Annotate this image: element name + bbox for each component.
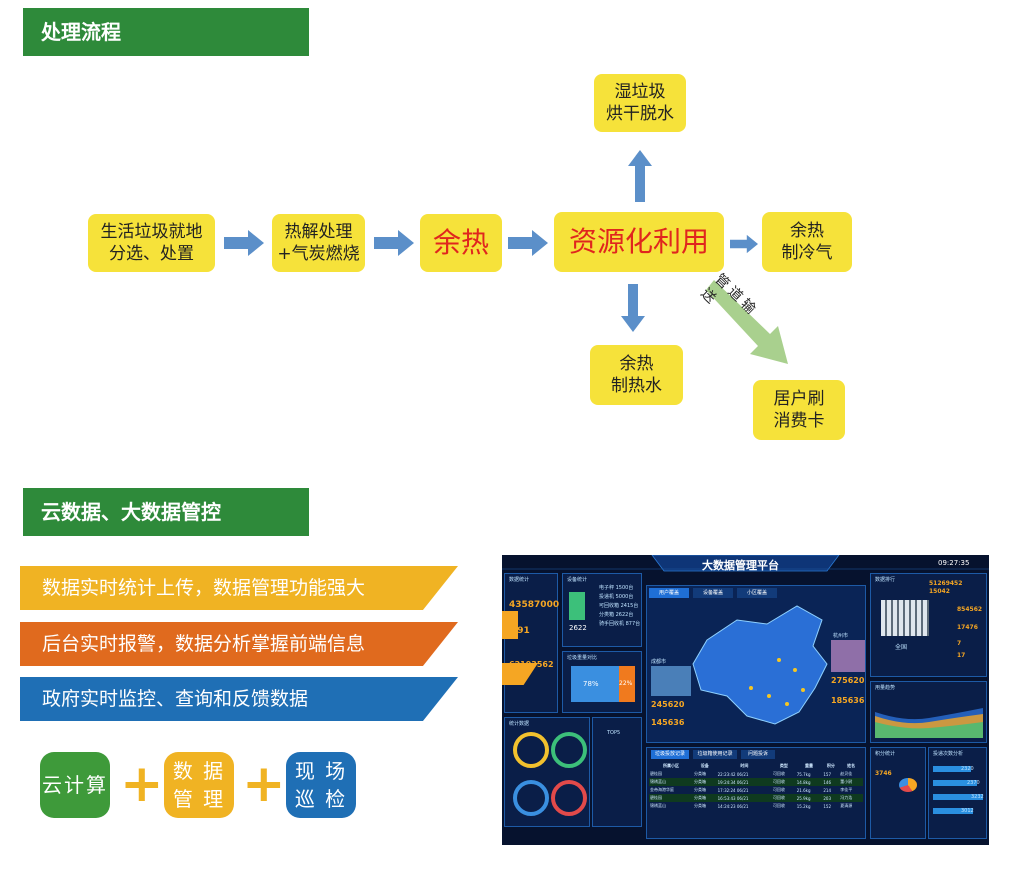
weight-bar-blue (571, 666, 619, 702)
section-header-process: 处理流程 (23, 8, 309, 56)
node-pyrolysis: 热解处理 +气炭燃烧 (272, 214, 365, 272)
gauge (551, 780, 587, 816)
gauge (551, 732, 587, 768)
up-arrow-icon (628, 150, 652, 202)
plus-icon: + (242, 754, 286, 814)
tab-disposal-records[interactable]: 垃圾投放记录 (651, 750, 689, 759)
right-arrow-icon (508, 230, 548, 256)
tab-community-coverage[interactable]: 小区覆盖 (737, 588, 777, 598)
banner-alarm: 后台实时报警，数据分析掌握前端信息 (20, 622, 458, 666)
rank-bar (933, 794, 983, 800)
tab-complaints[interactable]: 问题投诉 (741, 750, 775, 759)
panel-weight-compare: 垃圾重量对比 78% 22% (562, 651, 642, 713)
node-utilization: 资源化利用 (554, 212, 724, 272)
city-photo (831, 640, 865, 672)
panel-ranking: 数据排行 51269452 15042 全国 854562 17476 7 17 (870, 573, 987, 677)
node-card: 居户刷 消费卡 (753, 380, 845, 440)
stat-count: 591 (511, 626, 530, 636)
panel-points: 积分统计 3746 (870, 747, 926, 839)
panel-delivery-analysis: 投递次数分析 2320 2370 3232 3012 (928, 747, 987, 839)
panel-device-statistics: 设备统计 2622 电子秤 1500台 投递机 5000台 可回收箱 2415台… (562, 573, 642, 647)
panel-records-table: 垃圾投放记录 垃圾箱使用记录 问题投诉 所属小区设备时间类型重量积分姓名 碧桂园… (646, 747, 866, 839)
weight-bar-orange (619, 666, 635, 702)
panel-map: 用户覆盖 设备覆盖 小区覆盖 成都市 245620 145636 杭州市 275… (646, 585, 866, 743)
table-header-row: 所属小区设备时间类型重量积分姓名 (662, 763, 856, 768)
gauge (513, 780, 549, 816)
china-map (692, 605, 828, 725)
node-cooling: 余热 制冷气 (762, 212, 852, 272)
plus-icon: + (120, 754, 164, 814)
tile-cloud-computing: 云计算 (40, 752, 110, 818)
tile-field-inspection: 现 场 巡 检 (286, 752, 356, 818)
banner-government: 政府实时监控、查询和反馈数据 (20, 677, 458, 721)
pie-chart (899, 778, 917, 792)
right-arrow-icon (374, 230, 414, 256)
trend-area-chart (875, 708, 983, 738)
rank-bar (933, 808, 973, 814)
dashboard-title: 大数据管理平台 (702, 559, 779, 572)
banner-statistics: 数据实时统计上传，数据管理功能强大 (20, 566, 458, 610)
panel-top5: TOP5 (592, 717, 642, 827)
node-drying: 湿垃圾 烘干脱水 (594, 74, 686, 132)
node-waste-heat: 余热 (420, 214, 502, 272)
dashboard-screenshot: 大数据管理平台 09:27:35 数据统计 43587000 591 62193… (502, 555, 989, 845)
tile-data-management: 数 据 管 理 (164, 752, 234, 818)
node-sorting: 生活垃圾就地 分选、处置 (88, 214, 215, 272)
dashboard-time: 09:27:35 (938, 559, 970, 567)
right-arrow-icon (730, 234, 758, 254)
tab-device-coverage[interactable]: 设备覆盖 (693, 588, 733, 598)
device-icon (569, 592, 585, 620)
rank-bar (933, 780, 977, 786)
orange-marker (502, 611, 518, 639)
stat-total: 43587000 (509, 600, 560, 610)
panel-data-statistics: 数据统计 43587000 591 62193562 (504, 573, 560, 713)
city-photo (651, 666, 691, 696)
bin-image (881, 600, 929, 636)
panel-trend-chart: 用量趋势 (870, 681, 987, 743)
node-hot-water: 余热 制热水 (590, 345, 683, 405)
down-arrow-icon (621, 284, 645, 332)
right-arrow-icon (224, 230, 264, 256)
panel-gauges: 统计数据 (504, 717, 590, 827)
tab-user-coverage[interactable]: 用户覆盖 (649, 588, 689, 598)
tab-bin-records[interactable]: 垃圾箱使用记录 (693, 750, 737, 759)
gauge (513, 732, 549, 768)
rank-bar (933, 766, 971, 772)
section-header-bigdata: 云数据、大数据管控 (23, 488, 309, 536)
pipe-arrow-icon (706, 280, 788, 364)
